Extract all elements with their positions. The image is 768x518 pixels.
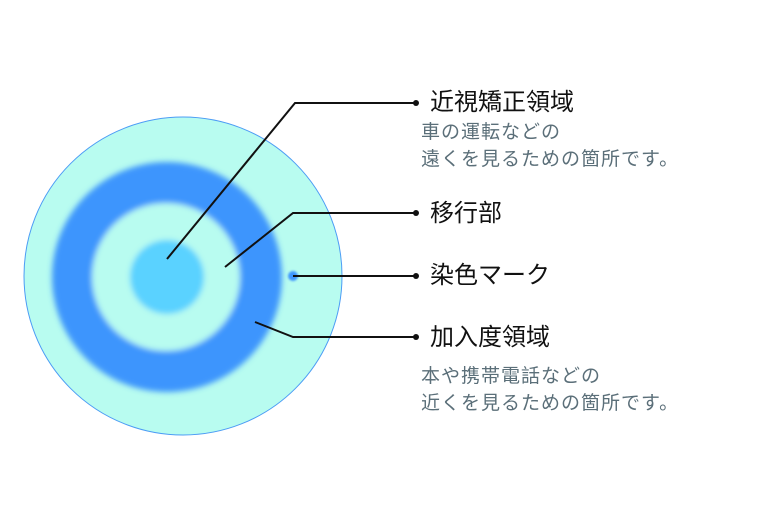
label-transition-title: 移行部 xyxy=(430,199,502,227)
label-mark-title: 染色マーク xyxy=(430,261,550,289)
label-distance-title: 近視矯正領域 xyxy=(430,88,574,116)
leader-line-near xyxy=(254,321,415,338)
label-distance-desc-1: 車の運転などの xyxy=(421,121,562,143)
bullet-transition xyxy=(413,210,419,216)
label-near-desc-1: 本や携帯電話などの xyxy=(421,365,602,387)
label-near-desc-2: 近くを見るための箇所です。 xyxy=(421,392,680,414)
distance-center-zone xyxy=(130,240,204,314)
bullet-distance xyxy=(413,100,419,106)
leader-line-transition xyxy=(224,212,415,268)
label-distance-desc-2: 遠くを見るための箇所です。 xyxy=(421,148,680,170)
label-near-title: 加入度領域 xyxy=(430,323,550,351)
bullet-mark xyxy=(413,273,419,279)
leader-line-distance xyxy=(166,102,415,260)
bullet-near xyxy=(413,334,419,340)
